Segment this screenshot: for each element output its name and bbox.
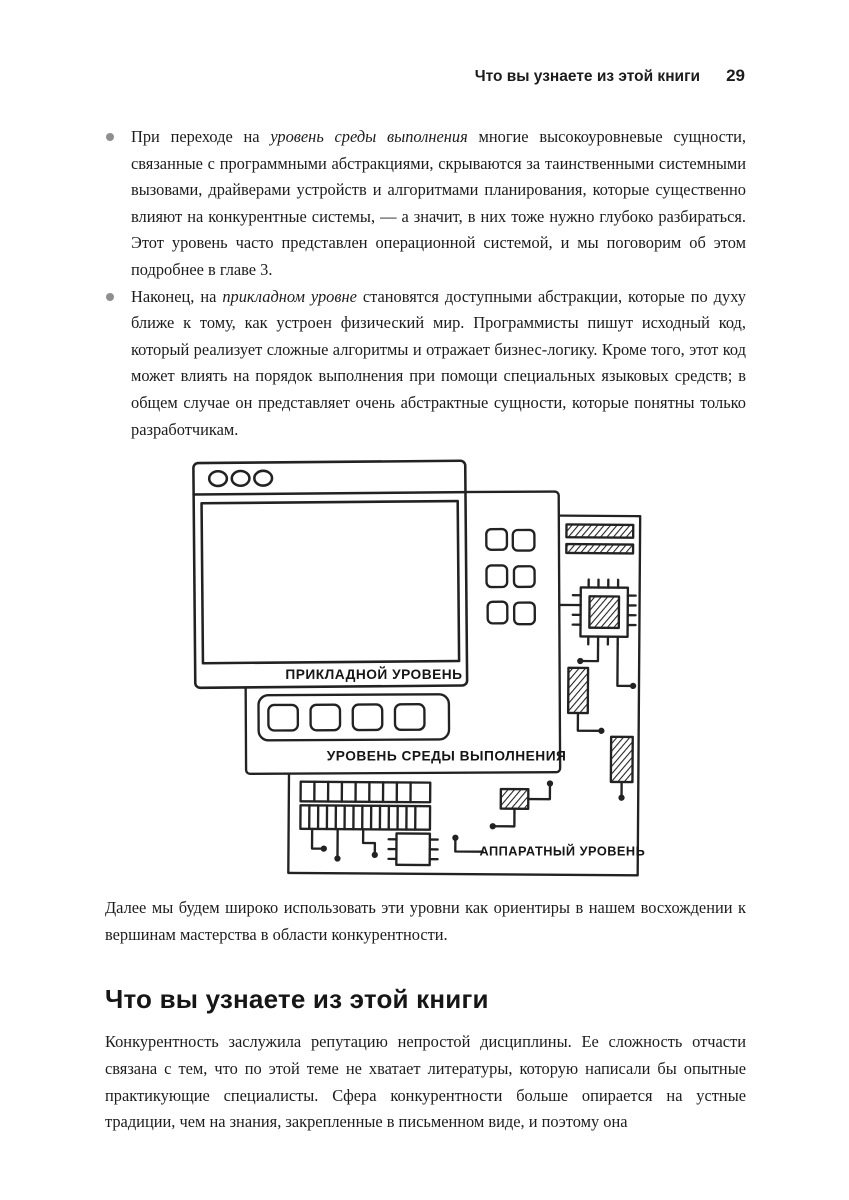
bullet-text-segment: становятся доступными абстракции, которы…	[131, 286, 746, 439]
running-head: Что вы узнаете из этой книги 29	[475, 66, 745, 86]
page-content: При переходе на уровень среды выполнения…	[105, 124, 746, 1136]
hardware-level-label: АППАРАТНЫЙ УРОВЕНЬ	[479, 844, 645, 859]
bullet-list: При переходе на уровень среды выполнения…	[105, 124, 746, 443]
bullet-marker	[106, 133, 114, 141]
paragraph-after-figure: Далее мы будем широко использовать эти у…	[105, 898, 746, 944]
levels-figure-svg: ПРИКЛАДНОЙ УРОВЕНЬ УРОВЕНЬ СРЕДЫ ВЫПОЛНЕ…	[192, 459, 645, 877]
bullet-text-italic: уровень среды выполнения	[270, 127, 468, 146]
bullet-text-segment: При переходе на	[131, 127, 271, 146]
section-paragraph: Конкурентность заслужила репутацию непро…	[105, 1032, 746, 1132]
application-window-drawing	[192, 459, 469, 690]
bullet-text: Наконец, на прикладном уровне становятся…	[131, 284, 746, 444]
application-level-label: ПРИКЛАДНОЙ УРОВЕНЬ	[285, 665, 462, 682]
window-button-icon	[253, 469, 274, 487]
runtime-level-label: УРОВЕНЬ СРЕДЫ ВЫПОЛНЕНИЯ	[327, 748, 567, 763]
bullet-text-italic: прикладном уровне	[222, 286, 357, 306]
list-item: При переходе на уровень среды выполнения…	[105, 124, 746, 284]
bullet-text-segment: многие высокоуровневые сущности, связанн…	[131, 127, 746, 279]
list-item: Наконец, на прикладном уровне становятся…	[105, 284, 746, 444]
figure-labels: ПРИКЛАДНОЙ УРОВЕНЬ УРОВЕНЬ СРЕДЫ ВЫПОЛНЕ…	[285, 665, 645, 859]
levels-figure: ПРИКЛАДНОЙ УРОВЕНЬ УРОВЕНЬ СРЕДЫ ВЫПОЛНЕ…	[189, 459, 746, 881]
running-head-title: Что вы узнаете из этой книги	[474, 68, 701, 85]
page-number: 29	[726, 66, 745, 85]
section-heading: Что вы узнаете из этой книги	[105, 984, 489, 1015]
window-button-icon	[230, 469, 251, 488]
bullet-marker	[106, 292, 114, 301]
bullet-text-segment: Наконец, на	[131, 286, 223, 306]
window-button-icon	[207, 470, 229, 488]
bullet-text: При переходе на уровень среды выполнения…	[131, 124, 746, 284]
